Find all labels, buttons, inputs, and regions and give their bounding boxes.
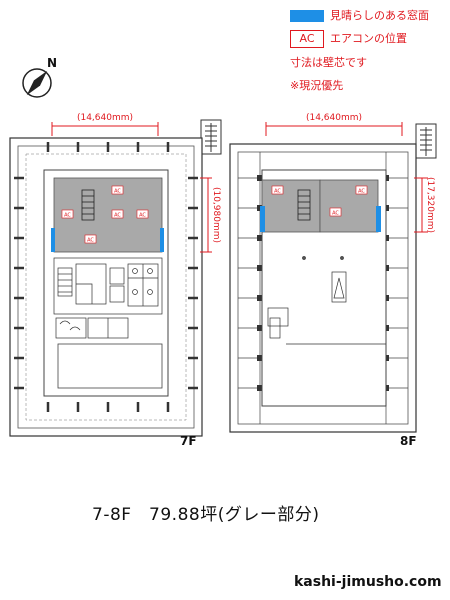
floor-plan-8f: (14,640mm) AC [229,113,437,433]
width-dimension-label-8f: (14,640mm) [306,113,362,123]
ac-unit-8f-3: AC [332,211,339,217]
depth-dimension-label: (10,980mm) [211,187,221,243]
stair-tower [200,119,222,155]
ac-unit-8f-1: AC [274,189,281,195]
window-view-strip-right-8f [376,206,381,232]
ac-unit-8f-2: AC [358,189,365,195]
site-url: kashi-jimusho.com [294,574,442,590]
north-compass-icon: N [22,56,57,98]
floor-area-caption: 7-8F 79.88坪(グレー部分) [92,505,320,525]
columns [14,142,198,412]
window-view-strip-left-8f [260,206,265,232]
ac-units-7f: AC AC AC AC AC [61,185,149,244]
ac-unit-7f-1: AC [114,189,121,195]
north-label: N [47,56,57,70]
floor-label-7f: 7F [180,434,197,448]
window-view-strip-left [51,228,55,252]
ac-unit-7f-2: AC [64,213,71,219]
ac-units-8f: AC AC AC [271,185,368,217]
ac-unit-7f-5: AC [87,238,94,244]
core-area [53,257,163,339]
inner-stair [81,189,95,221]
inner-stair-8f [297,189,311,221]
width-dimension-label: (14,640mm) [77,113,133,123]
window-view-legend-label: 見晴らしのある窓面 [330,9,429,22]
ac-legend-box: AC [290,30,324,48]
leased-area-gray-8f-right [319,179,379,233]
window-view-strip-right [160,228,164,252]
depth-dimension-label-8f: (17,320mm) [425,177,435,233]
current-condition-note: ※現況優先 [290,79,344,92]
core-area-8f [267,256,386,345]
floor-plan-7f: (14,640mm) [9,113,222,437]
leased-area-gray-8f-left [261,179,321,233]
window-view-swatch [290,10,324,22]
ac-unit-7f-4: AC [139,213,146,219]
floor-label-8f: 8F [400,434,417,448]
ac-unit-7f-3: AC [114,213,121,219]
stair-tower-8f [415,123,437,159]
ac-legend-label: エアコンの位置 [330,32,407,45]
wall-center-note: 寸法は壁芯です [290,56,367,69]
